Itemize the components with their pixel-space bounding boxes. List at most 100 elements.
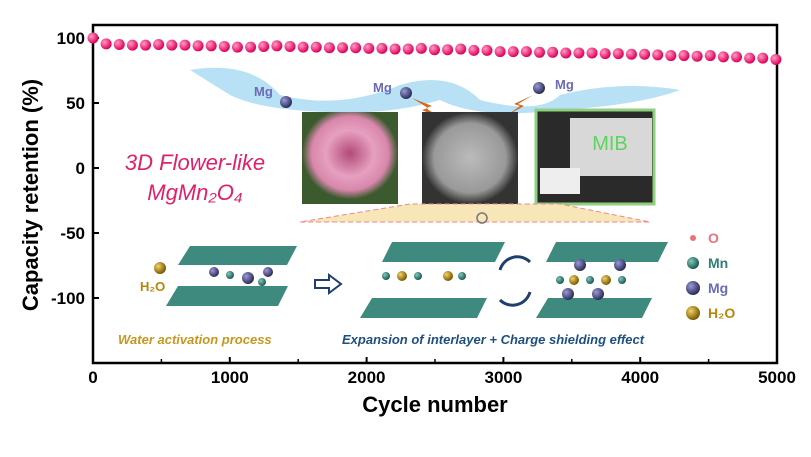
mg-label: Mg (254, 84, 273, 99)
mib-screen (570, 118, 652, 176)
data-point (179, 39, 191, 51)
data-point (744, 52, 756, 64)
data-point (639, 48, 651, 60)
data-point (468, 44, 480, 56)
water-activation-caption: Water activation process (118, 332, 272, 347)
x-axis-label: Cycle number (362, 392, 508, 417)
mg-label: Mg (373, 80, 392, 95)
legend-marker-0 (690, 235, 696, 241)
zoom-fan (299, 203, 651, 223)
data-point (770, 53, 782, 65)
data-point (494, 46, 506, 58)
x-tick-label: 2000 (348, 368, 386, 387)
x-tick-label: 5000 (758, 368, 796, 387)
data-point (218, 40, 230, 52)
data-point (126, 39, 138, 51)
data-point (113, 39, 125, 50)
arrow-right-icon (314, 273, 343, 295)
data-point (586, 47, 598, 59)
magnifier-icon (476, 212, 488, 224)
y-axis-label: Capacity retention (%) (18, 79, 43, 311)
data-point (560, 47, 572, 59)
water-splash (190, 67, 680, 114)
data-point (245, 41, 257, 53)
expansion-caption: Expansion of interlayer + Charge shieldi… (342, 332, 645, 347)
data-point (231, 41, 243, 53)
data-point (363, 42, 375, 54)
mg-ion (400, 87, 412, 99)
data-point (442, 44, 454, 56)
data-point (323, 42, 335, 54)
data-point (573, 47, 585, 59)
x-tick-label: 4000 (621, 368, 659, 387)
y-tick-label: -50 (60, 224, 85, 243)
data-point (415, 42, 427, 54)
y-tick-label: 0 (76, 159, 85, 178)
data-point (297, 41, 309, 53)
sem-image (422, 112, 518, 204)
data-point (731, 51, 743, 63)
h2o-label: H₂O (140, 279, 165, 294)
data-point (665, 50, 677, 62)
data-point (652, 49, 664, 61)
mg-ion (533, 82, 545, 94)
data-point (258, 40, 270, 52)
data-point (547, 46, 559, 58)
mg-ion (280, 96, 292, 108)
layered-structure-1 (154, 246, 297, 306)
data-point (402, 43, 414, 55)
title-line2: MgMn₂O₄ (147, 180, 242, 205)
data-point (192, 40, 204, 52)
data-point (428, 44, 440, 56)
layered-structure-3 (536, 242, 668, 318)
lightning-icon (506, 95, 533, 116)
data-point (520, 46, 532, 58)
y-tick-label: 100 (57, 29, 85, 48)
x-tick-label: 1000 (211, 368, 249, 387)
y-tick-label: 50 (66, 94, 85, 113)
data-point (455, 43, 467, 55)
data-point (337, 42, 349, 54)
data-point (205, 40, 217, 52)
data-point (481, 44, 493, 56)
legend-marker-1 (687, 257, 699, 269)
data-point (717, 51, 729, 63)
data-point (350, 42, 362, 54)
data-point (757, 52, 769, 64)
x-tick-label: 0 (88, 368, 97, 387)
data-point (612, 48, 624, 60)
layered-structure-2 (360, 242, 505, 318)
y-tick-label: -100 (51, 289, 85, 308)
rose-photo (302, 112, 398, 204)
mib-battery (540, 168, 580, 194)
data-point (376, 42, 388, 54)
legend-marker-3 (686, 306, 700, 320)
data-point (534, 46, 546, 58)
data-point (140, 39, 152, 51)
legend-label: Mg (708, 280, 728, 296)
data-point (166, 39, 178, 51)
data-point (87, 32, 99, 44)
data-point (691, 50, 703, 62)
data-point (625, 48, 637, 60)
data-point (153, 39, 165, 50)
title-line1: 3D Flower-like (125, 150, 265, 175)
data-point (507, 46, 519, 58)
data-point (310, 41, 322, 53)
data-point (271, 40, 283, 52)
data-point (100, 38, 112, 50)
x-tick-label: 3000 (484, 368, 522, 387)
legend-label: Mn (708, 255, 728, 271)
data-point (704, 50, 716, 62)
mib-label: MIB (592, 133, 628, 155)
legend-marker-2 (686, 281, 700, 295)
legend-label: O (708, 230, 719, 246)
data-point (389, 43, 401, 55)
legend-label: H₂O (708, 305, 735, 321)
data-point (284, 40, 296, 52)
data-point (678, 50, 690, 62)
mg-label: Mg (555, 77, 574, 92)
data-point (599, 48, 611, 60)
